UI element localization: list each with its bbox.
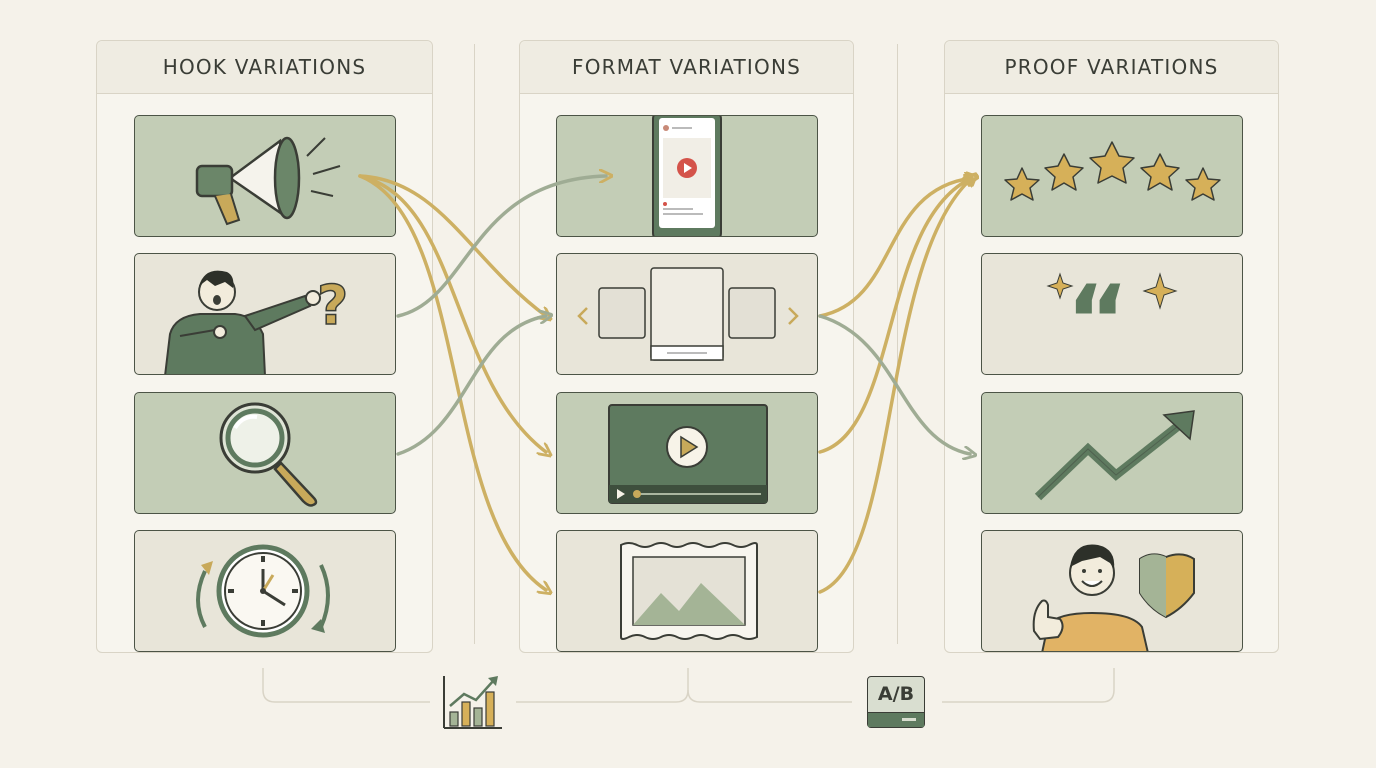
- carousel-icon: [577, 267, 799, 361]
- phone-video-post-icon: [652, 116, 722, 236]
- proof-column-title: PROOF VARIATIONS: [945, 41, 1278, 94]
- ab-label: A/B: [877, 683, 915, 705]
- pointing-person-question-icon: ?: [164, 270, 349, 374]
- happy-customer-shield-icon: [1032, 544, 1195, 651]
- growth-arrow-icon: [1034, 410, 1195, 501]
- ab-test-badge: A/B: [867, 676, 925, 728]
- ab-badge-footer: [868, 712, 924, 727]
- format-card-carousel: [556, 253, 818, 375]
- hook-card-pointing-person: ?: [134, 253, 396, 375]
- hook-card-magnifier: [134, 392, 396, 514]
- format-column-title: FORMAT VARIATIONS: [520, 41, 853, 94]
- format-card-video: [556, 392, 818, 514]
- svg-text:?: ?: [317, 274, 348, 337]
- hook-card-clock: [134, 530, 396, 652]
- megaphone-icon: [195, 136, 341, 226]
- image-frame-icon: [620, 542, 758, 640]
- bar-chart-growth-icon: [443, 676, 502, 729]
- five-stars-icon: [1004, 141, 1221, 201]
- video-player-icon: [608, 404, 768, 504]
- column-divider: [897, 44, 898, 644]
- column-divider: [474, 44, 475, 644]
- format-card-phone: [556, 115, 818, 237]
- proof-card-testimonial: “: [981, 253, 1243, 375]
- proof-card-stars: [981, 115, 1243, 237]
- magnifying-glass-icon: [219, 402, 318, 507]
- format-card-image: [556, 530, 818, 652]
- svg-text:“: “: [1066, 265, 1129, 375]
- clock-cycle-icon: [196, 544, 330, 638]
- hook-card-megaphone: [134, 115, 396, 237]
- proof-card-customer: [981, 530, 1243, 652]
- hook-column-title: HOOK VARIATIONS: [97, 41, 432, 94]
- testimonial-quote-icon: “: [1046, 265, 1178, 375]
- proof-card-growth: [981, 392, 1243, 514]
